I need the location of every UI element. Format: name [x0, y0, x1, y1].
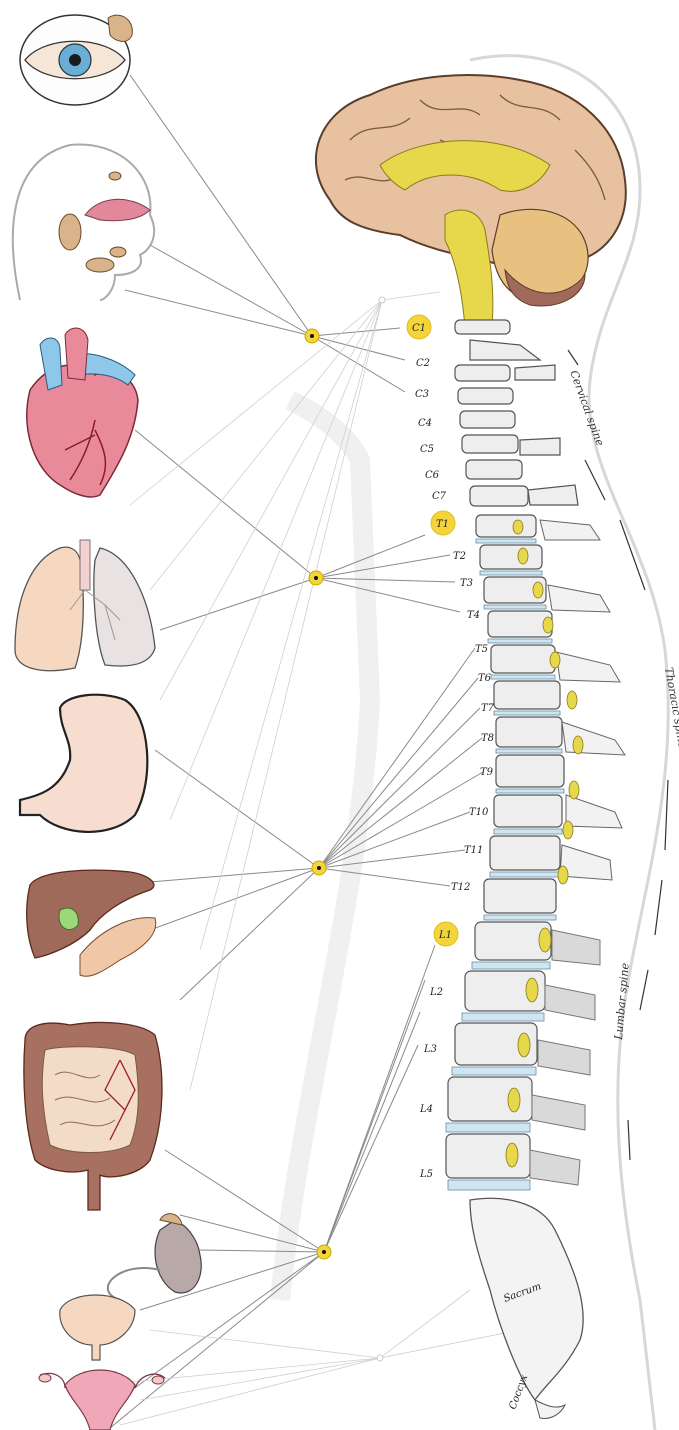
label-t2: T2 — [453, 551, 466, 562]
label-l4: L4 — [419, 1104, 433, 1115]
lungs-icon — [15, 540, 155, 671]
faint-node-bottom — [377, 1355, 383, 1361]
label-t8: T8 — [481, 733, 494, 744]
label-c2: C2 — [416, 358, 430, 369]
thoracic-ganglion — [309, 571, 323, 585]
spine — [446, 320, 625, 1418]
label-t11: T11 — [464, 845, 483, 856]
label-c3: C3 — [415, 389, 429, 400]
eye-icon — [20, 15, 132, 105]
thoracic-vertebrae — [476, 515, 625, 920]
intestines-icon — [24, 1022, 162, 1210]
head-glands-icon — [13, 145, 154, 300]
label-coccyx: Coccyx — [507, 1373, 530, 1411]
label-c4: C4 — [418, 418, 432, 429]
celiac-ganglion — [312, 861, 326, 875]
stomach-icon — [20, 695, 147, 832]
label-t5: T5 — [475, 644, 488, 655]
faint-node-top — [379, 297, 385, 303]
label-c1: C1 — [412, 323, 426, 334]
label-c6: C6 — [425, 470, 440, 481]
ganglia — [305, 297, 385, 1361]
label-l1: L1 — [438, 930, 452, 941]
label-t4: T4 — [467, 610, 480, 621]
sacrum — [470, 1198, 583, 1400]
brain-icon — [316, 75, 626, 328]
label-t9: T9 — [480, 767, 494, 778]
coccyx — [535, 1400, 565, 1418]
liver-pancreas-icon — [27, 870, 156, 976]
label-t6: T6 — [478, 673, 492, 684]
label-l2: L2 — [429, 987, 443, 998]
region-cervical: Cervical spine — [567, 369, 607, 449]
label-t10: T10 — [469, 807, 489, 818]
cervical-ganglion — [305, 329, 319, 343]
region-lumbar: Lumbar spine — [612, 962, 632, 1041]
label-l3: L3 — [423, 1044, 437, 1055]
cervical-vertebrae — [455, 320, 578, 506]
label-t12: T12 — [451, 882, 470, 893]
label-c5: C5 — [420, 444, 434, 455]
uterus-icon — [39, 1370, 165, 1430]
label-l5: L5 — [419, 1169, 433, 1180]
kidney-bladder-icon — [60, 1214, 201, 1360]
heart-icon — [27, 328, 138, 497]
region-thoracic: Thoracic spine — [662, 666, 679, 749]
label-t1: T1 — [436, 519, 449, 530]
lumbar-vertebrae — [446, 922, 600, 1190]
label-c7: C7 — [432, 491, 447, 502]
label-t7: T7 — [481, 703, 495, 714]
label-t3: T3 — [460, 578, 473, 589]
pelvic-ganglion — [317, 1245, 331, 1259]
